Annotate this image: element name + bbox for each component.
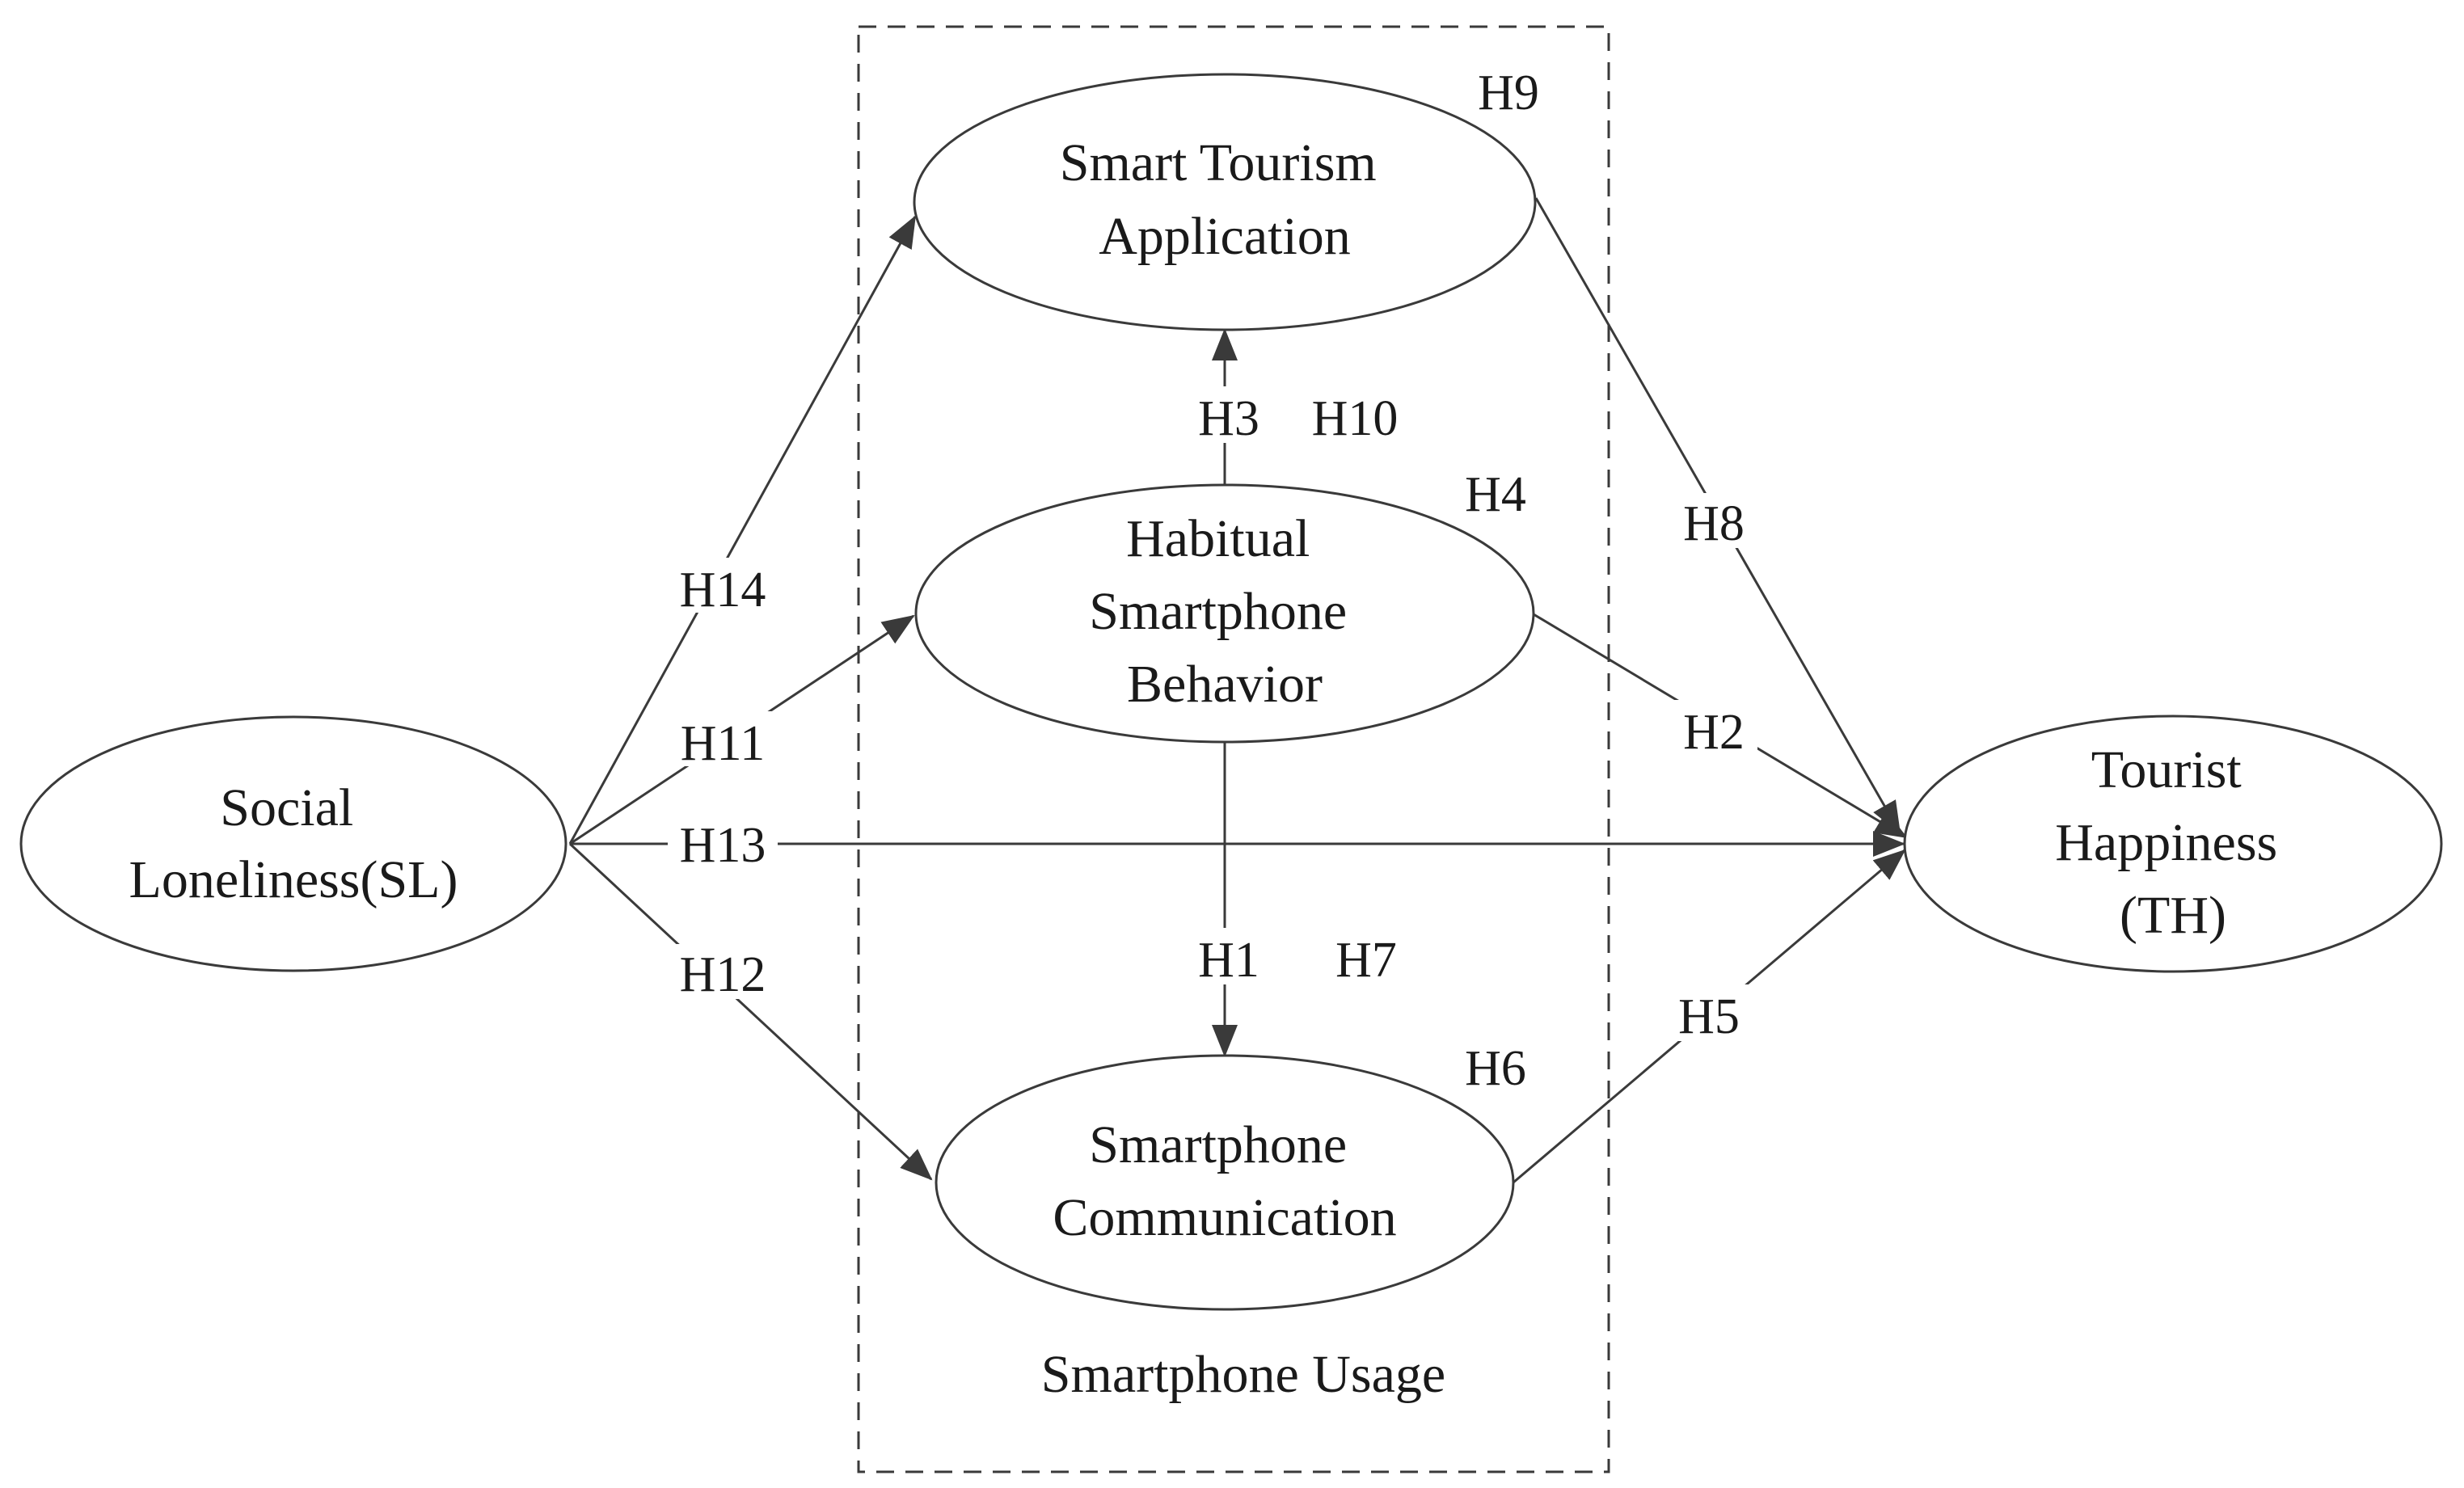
node-smart-tourism-application-shape <box>913 73 1537 331</box>
svg-text:Smart Tourism Applicatio: Smart Tourism Application <box>1060 133 1390 266</box>
node-social-loneliness-line-2: Loneliness(SL) <box>129 850 458 909</box>
node-tourist-happiness: Tourist Happiness (TH) <box>1903 714 2443 973</box>
node-smart-tourism-application: Smart Tourism Application <box>913 73 1537 331</box>
node-tourist-happiness-shape <box>1903 714 2443 973</box>
node-smartphone-communication: Smartphone Communication <box>935 1054 1515 1311</box>
svg-text:Tourist Happiness: Tourist Happiness (TH) <box>2055 740 2290 945</box>
svg-text:Social Loneliness(SL): Social Loneliness(SL) <box>129 778 458 909</box>
node-habitual-smartphone-behavior-shape <box>914 483 1535 744</box>
edge-label-h13: H13 <box>680 818 766 873</box>
node-habitual-smartphone-behavior: Habitual Smartphone Behavior <box>914 483 1535 744</box>
svg-text:Smartphone Communication: Smartphone Communication <box>1053 1115 1396 1247</box>
smartphone-usage-group-label: Smartphone Usage <box>1041 1345 1445 1404</box>
edge-label-h11: H11 <box>681 716 765 771</box>
node-social-loneliness-line-1: Social <box>220 778 353 837</box>
node-smartphone-communication-line-1: Smartphone <box>1089 1115 1347 1174</box>
edge-labels: H14 H11 H13 H12 H3 H1 H2 H8 H5 H9 H10 H4… <box>680 65 1745 1096</box>
label-h10: H10 <box>1312 391 1399 446</box>
label-h6: H6 <box>1465 1041 1526 1096</box>
edge-label-h12: H12 <box>680 947 766 1002</box>
edge-sl-sc <box>568 842 933 1181</box>
edge-label-h14: H14 <box>680 563 766 618</box>
node-smart-tourism-application-line-2: Application <box>1099 207 1351 266</box>
node-social-loneliness: Social Loneliness(SL) <box>19 715 567 972</box>
svg-text:Habitual Smartphone: Habitual Smartphone Behavior <box>1089 509 1360 714</box>
node-smartphone-communication-shape <box>935 1054 1515 1311</box>
node-habitual-smartphone-behavior-line-2: Smartphone <box>1089 582 1347 641</box>
label-h9: H9 <box>1478 65 1539 120</box>
edge-label-h2: H2 <box>1683 705 1745 760</box>
node-tourist-happiness-line-3: (TH) <box>2120 886 2226 945</box>
node-social-loneliness-shape <box>19 715 567 972</box>
edge-label-h5: H5 <box>1678 989 1740 1044</box>
label-h7: H7 <box>1335 933 1397 988</box>
edge-sl-sta <box>568 215 917 845</box>
node-habitual-smartphone-behavior-line-1: Habitual <box>1126 509 1310 568</box>
node-tourist-happiness-line-2: Happiness <box>2055 813 2277 872</box>
edge-label-h1: H1 <box>1198 933 1259 988</box>
edge-label-h3: H3 <box>1198 391 1259 446</box>
label-h4: H4 <box>1465 467 1526 522</box>
smartphone-usage-group-box <box>857 25 1610 1473</box>
node-habitual-smartphone-behavior-line-3: Behavior <box>1127 655 1323 714</box>
node-smart-tourism-application-line-1: Smart Tourism <box>1060 133 1377 192</box>
node-smartphone-communication-line-2: Communication <box>1053 1188 1396 1247</box>
node-tourist-happiness-line-1: Tourist <box>2091 740 2242 799</box>
edge-label-h8: H8 <box>1683 496 1745 551</box>
